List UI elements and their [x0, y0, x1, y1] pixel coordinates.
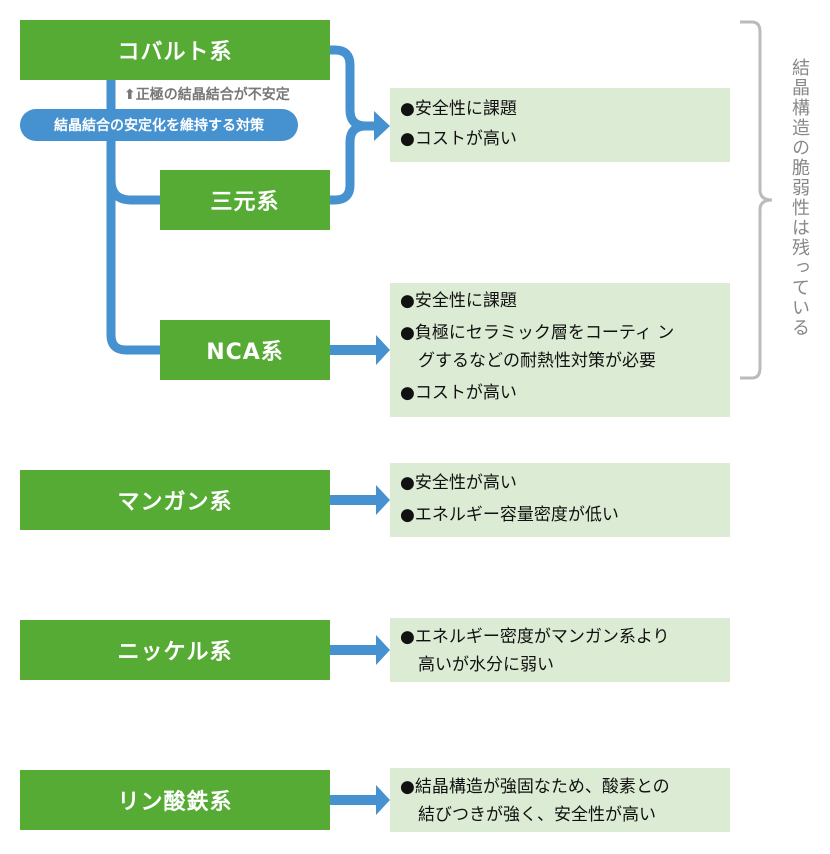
info-item: ●コストが高い: [400, 129, 517, 149]
info-item-continuation: 高いが水分に弱い: [418, 655, 554, 675]
info-item: ●コストが高い: [400, 383, 517, 403]
nickel-label: ニッケル系: [117, 640, 233, 665]
trunk-connector: [106, 80, 160, 355]
ternary-label: 三元系: [210, 190, 280, 215]
info-item: ●安全性が高い: [400, 473, 517, 493]
info-item: ●安全性に課題: [400, 291, 517, 311]
manganese-node: マンガン系: [20, 470, 330, 530]
unstable-note: ⬆正極の結晶結合が不安定: [124, 87, 290, 103]
info-item: ●結晶構造が強固なため、酸素との: [400, 777, 670, 797]
info-item-continuation: 結びつきが強く、安全性が高い: [418, 805, 656, 825]
iron-phosphate-label: リン酸鉄系: [117, 790, 233, 815]
nca-label: NCA系: [206, 340, 284, 365]
stabilization-pill: 結晶結合の安定化を維持する対策: [20, 109, 298, 141]
nickel-arrow-shaft: [330, 645, 376, 655]
cobalt-merge-connector: [330, 45, 375, 131]
bracket: [740, 20, 773, 380]
cobalt-label: コバルト系: [117, 40, 233, 65]
nickel-arrow-head: [376, 635, 390, 665]
cobalt-arrow-head: [374, 111, 390, 141]
iron-phosphate-node: リン酸鉄系: [20, 770, 330, 830]
manganese-info-box: ●安全性が高い ●エネルギー容量密度が低い: [390, 463, 730, 537]
info-item: ●負極にセラミック層をコーティ ン: [400, 323, 675, 343]
iron-phosphate-arrow-head: [376, 785, 390, 815]
ternary-node: 三元系: [160, 170, 330, 230]
info-item: ●エネルギー密度がマンガン系より: [400, 627, 670, 647]
iron-phosphate-info-box: ●結晶構造が強固なため、酸素との 結びつきが強く、安全性が高い: [390, 768, 730, 832]
nickel-node: ニッケル系: [20, 620, 330, 680]
ternary-merge-connector: [330, 121, 367, 205]
cobalt-ternary-info-box: ●安全性に課題 ●コストが高い: [390, 88, 730, 162]
info-item-continuation: グするなどの耐熱性対策が必要: [418, 351, 656, 371]
manganese-arrow-head: [376, 485, 390, 515]
iron-phosphate-arrow-shaft: [330, 795, 376, 805]
cobalt-node: コバルト系: [20, 20, 330, 80]
nca-info-box: ●安全性に課題 ●負極にセラミック層をコーティ ン グするなどの耐熱性対策が必要…: [390, 283, 730, 417]
nca-node: NCA系: [160, 320, 330, 380]
manganese-arrow-shaft: [330, 495, 376, 505]
nca-arrow-shaft: [330, 345, 376, 355]
ternary-branch-connector: [106, 179, 160, 205]
info-item: ●安全性に課題: [400, 99, 517, 119]
nickel-info-box: ●エネルギー密度がマンガン系より 高いが水分に弱い: [390, 618, 730, 682]
nca-arrow-head: [376, 335, 390, 365]
manganese-label: マンガン系: [117, 490, 233, 515]
info-item: ●エネルギー容量密度が低い: [400, 505, 619, 525]
bracket-label: 結晶構造の脆弱性は残っている: [789, 58, 810, 338]
